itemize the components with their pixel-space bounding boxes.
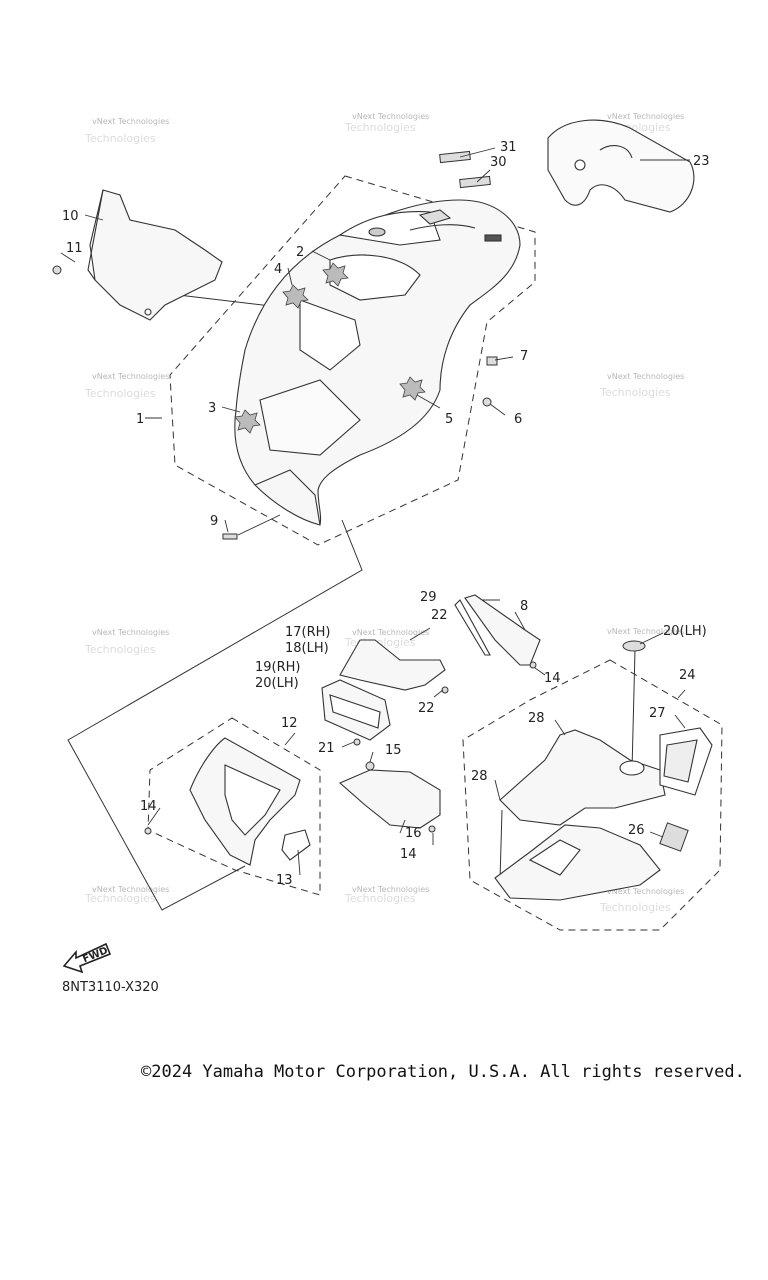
reference-code: 8NT3110-X320 — [62, 980, 159, 995]
callout-10: 10 — [62, 209, 79, 224]
callout-4: 4 — [274, 262, 282, 277]
callout-21: 21 — [318, 741, 335, 756]
callout-8: 8 — [520, 599, 528, 614]
watermark: vNext Technologies — [352, 628, 429, 637]
leader-lines — [60, 147, 690, 876]
hood-emblems — [234, 262, 426, 434]
callout-6: 6 — [514, 412, 522, 427]
callout-28-left: 28 — [471, 769, 488, 784]
group-outlines — [147, 175, 723, 931]
callout-20: 20(LH) — [255, 676, 299, 691]
callout-9: 9 — [210, 514, 218, 529]
part-15-tray — [338, 769, 441, 829]
connector-airbox-top — [631, 649, 636, 771]
airbox-group-outline — [462, 659, 723, 931]
callout-14-vent: 14 — [544, 671, 561, 686]
watermark: vNext Technologies — [92, 628, 169, 637]
watermark: vNext Technologies — [352, 112, 429, 121]
callout-13: 13 — [276, 873, 293, 888]
part-10-side-panel — [87, 189, 223, 321]
watermark-faint: Technologies — [84, 892, 156, 905]
callout-23: 20(LH) — [663, 624, 707, 639]
emblem-3 — [234, 409, 261, 434]
connector-hood-to-lower — [67, 519, 363, 911]
part-11-screw — [52, 265, 62, 275]
watermark: vNext Technologies — [607, 112, 684, 121]
callout-31: 31 — [500, 140, 517, 155]
callout-22-bottom: 22 — [418, 701, 435, 716]
part-9-bolt — [222, 533, 238, 540]
callout-15: 16 — [405, 826, 422, 841]
part-23-cap — [622, 640, 646, 652]
part-22-screw — [441, 686, 449, 694]
part-12-lower-cover — [189, 737, 311, 866]
part-24-cover — [547, 119, 695, 213]
emblem-4 — [282, 284, 309, 309]
watermark: vNext Technologies — [607, 627, 684, 636]
callout-3: 3 — [208, 401, 216, 416]
watermark: vNext Technologies — [92, 885, 169, 894]
callout-16: 15 — [385, 743, 402, 758]
callout-28-top: 28 — [528, 711, 545, 726]
part-26-label — [659, 822, 689, 852]
watermark-faint: Technologies — [599, 901, 671, 914]
callout-18: 18(LH) — [285, 641, 329, 656]
part-21-screw — [353, 738, 361, 746]
emblem-5 — [399, 376, 426, 401]
watermark-faint: Technologies — [599, 386, 671, 399]
part-31-plate — [439, 150, 471, 164]
watermark: vNext Technologies — [92, 117, 169, 126]
callout-19: 19(RH) — [255, 660, 301, 675]
callout-labels: 31 30 23 10 11 2 4 7 3 1 5 6 9 29 8 22 1… — [62, 140, 710, 888]
watermark: vNext Technologies — [607, 887, 684, 896]
callout-7: 7 — [520, 349, 528, 364]
callout-29: 29 — [420, 590, 437, 605]
part-8-vent — [454, 594, 541, 666]
callout-27: 27 — [649, 706, 666, 721]
callout-22-top: 22 — [431, 608, 448, 623]
callout-30: 30 — [490, 155, 507, 170]
copyright-notice: ©2024 Yamaha Motor Corporation, U.S.A. A… — [141, 1062, 745, 1082]
callout-11: 11 — [66, 241, 83, 256]
part-25-airbox — [494, 727, 713, 901]
part-6-grommet — [482, 397, 492, 407]
watermark-faint: Technologies — [84, 387, 156, 400]
watermark-faint: Technologies — [84, 643, 156, 656]
lower-cover-group-outline — [147, 717, 321, 896]
part-14-screw-a — [144, 827, 152, 835]
watermark-faint: Technologies — [84, 132, 156, 145]
callout-14-lower: 14 — [140, 799, 157, 814]
watermark-faint: Technologies — [344, 892, 416, 905]
callout-26: 26 — [628, 823, 645, 838]
callout-25: 24 — [679, 668, 696, 683]
emblem-2 — [322, 262, 349, 287]
watermark-faint: Technologies — [344, 121, 416, 134]
callout-1: 1 — [136, 412, 144, 427]
part-1-hood — [234, 199, 521, 526]
part-19-duct — [321, 679, 391, 741]
callout-14-tray: 14 — [400, 847, 417, 862]
hood-group-outline — [169, 175, 536, 546]
part-14-screw-b — [428, 825, 436, 833]
part-17-bracket — [339, 639, 446, 691]
callout-24: 23 — [693, 154, 710, 169]
callout-2: 2 — [296, 245, 304, 260]
callout-12: 12 — [281, 716, 298, 731]
callout-5: 5 — [445, 412, 453, 427]
small-hardware — [52, 150, 689, 852]
part-16-clip — [365, 761, 375, 771]
callout-17: 17(RH) — [285, 625, 331, 640]
part-30-plate — [459, 175, 491, 189]
watermark: vNext Technologies — [352, 885, 429, 894]
fwd-arrow-icon: FWD — [62, 942, 112, 974]
part-7-clip — [486, 356, 498, 366]
connector-airbox-left — [499, 809, 503, 881]
watermark: vNext Technologies — [92, 372, 169, 381]
watermark: vNext Technologies — [607, 372, 684, 381]
